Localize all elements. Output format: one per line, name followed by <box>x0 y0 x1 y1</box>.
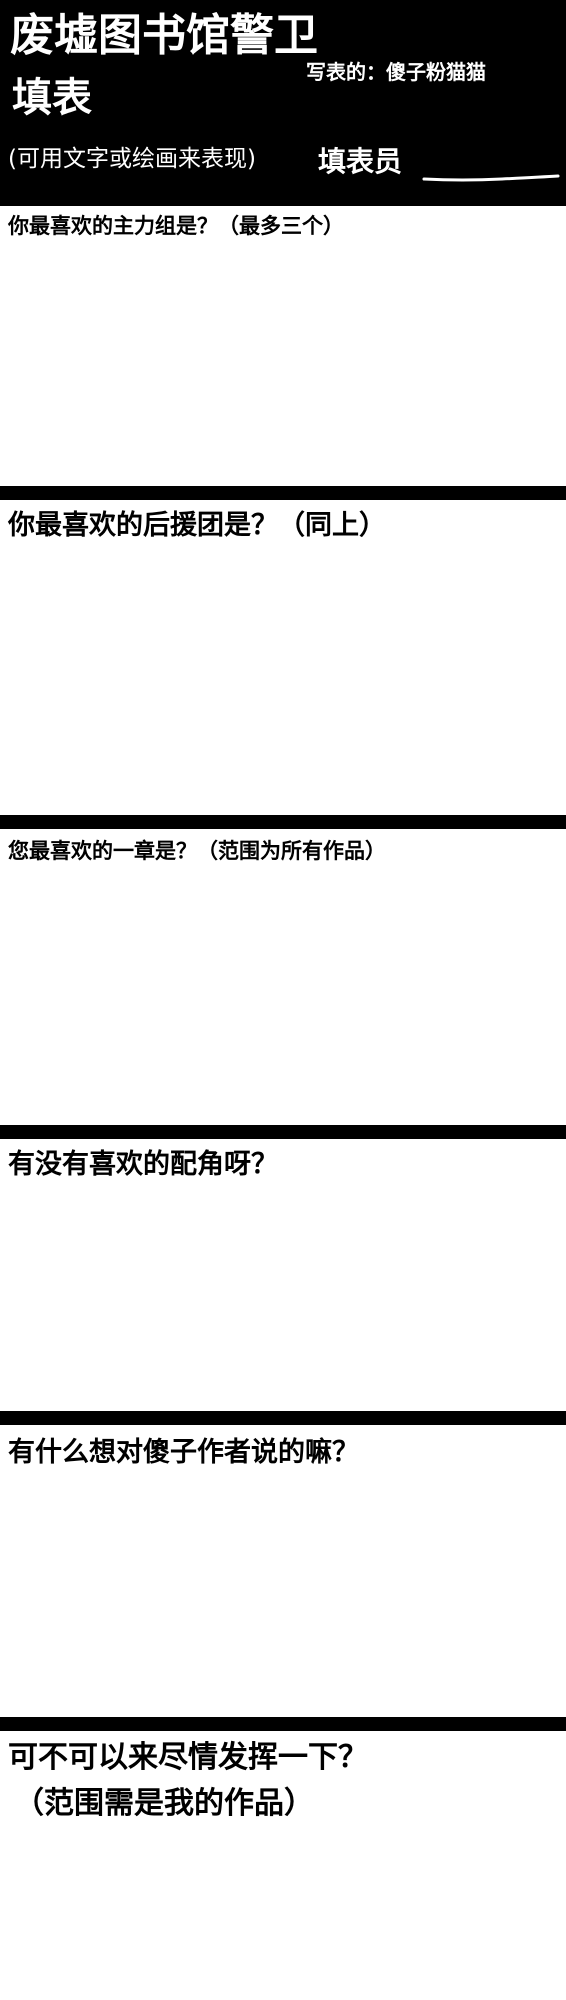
answer-area-5[interactable] <box>0 1477 566 1712</box>
question-4-text: 有没有喜欢的配角呀？ <box>8 1149 278 1180</box>
question-section-1: 你最喜欢的主力组是？（最多三个） <box>0 206 566 486</box>
author-credit: 写表的：傻子粉猫猫 <box>306 60 486 84</box>
instruction-note: (可用文字或绘画来表现) <box>8 146 256 172</box>
section-divider <box>0 1411 566 1425</box>
section-divider <box>0 198 566 206</box>
question-section-6: 可不可以来尽情发挥一下？ （范围需是我的作品） <box>0 1731 566 2000</box>
question-section-2: 你最喜欢的后援团是？（同上） <box>0 500 566 815</box>
answer-area-1[interactable] <box>0 246 566 481</box>
filler-name-line[interactable] <box>422 173 560 183</box>
question-6-subtext: （范围需是我的作品） <box>14 1786 314 1821</box>
filler-label: 填表员 <box>318 145 403 178</box>
section-divider <box>0 1717 566 1731</box>
question-section-4: 有没有喜欢的配角呀？ <box>0 1139 566 1411</box>
page-subtitle: 填表 <box>12 75 92 121</box>
question-section-3: 您最喜欢的一章是？（范围为所有作品） <box>0 829 566 1125</box>
section-divider <box>0 1125 566 1139</box>
question-6-text: 可不可以来尽情发挥一下？ <box>8 1740 368 1775</box>
question-1-text: 你最喜欢的主力组是？（最多三个） <box>8 214 344 238</box>
question-5-text: 有什么想对傻子作者说的嘛？ <box>8 1437 359 1468</box>
question-3-text: 您最喜欢的一章是？（范围为所有作品） <box>8 839 386 863</box>
answer-area-2[interactable] <box>0 550 566 810</box>
answer-area-4[interactable] <box>0 1189 566 1404</box>
answer-area-6[interactable] <box>0 1835 566 1995</box>
section-divider <box>0 486 566 500</box>
question-2-text: 你最喜欢的后援团是？（同上） <box>8 510 386 541</box>
question-section-5: 有什么想对傻子作者说的嘛？ <box>0 1425 566 1717</box>
page-title: 废墟图书馆警卫 <box>10 10 318 61</box>
answer-area-3[interactable] <box>0 873 566 1118</box>
section-divider <box>0 815 566 829</box>
header-banner: 废墟图书馆警卫 填表 写表的：傻子粉猫猫 (可用文字或绘画来表现) 填表员 <box>0 0 566 198</box>
